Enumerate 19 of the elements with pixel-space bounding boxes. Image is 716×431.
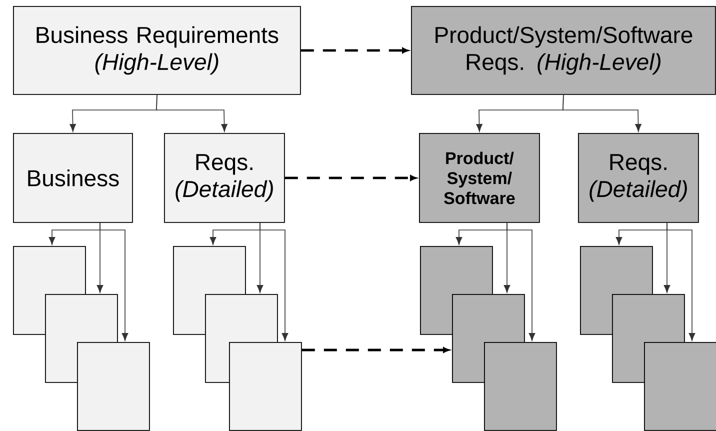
document-box [77, 342, 150, 431]
arrow [666, 222, 696, 341]
arrow [100, 222, 128, 341]
arrow [506, 222, 536, 341]
requirements-box: Business [13, 133, 133, 223]
requirements-box: Reqs. (Detailed) [578, 133, 699, 223]
document-box [644, 342, 716, 431]
arrow [156, 94, 228, 132]
arrow [260, 222, 288, 341]
arrow [302, 347, 450, 353]
arrow [300, 48, 408, 54]
arrow [284, 175, 416, 181]
arrow [562, 94, 642, 132]
document-box [229, 342, 302, 431]
requirements-box: Business Requirements (High-Level) [13, 6, 301, 95]
requirements-box: Product/ System/ Software [419, 133, 540, 223]
document-box [484, 342, 557, 431]
requirements-box: Reqs. (Detailed) [164, 133, 285, 223]
requirements-box: Product/System/Software Reqs. (High-Level) [411, 6, 716, 95]
